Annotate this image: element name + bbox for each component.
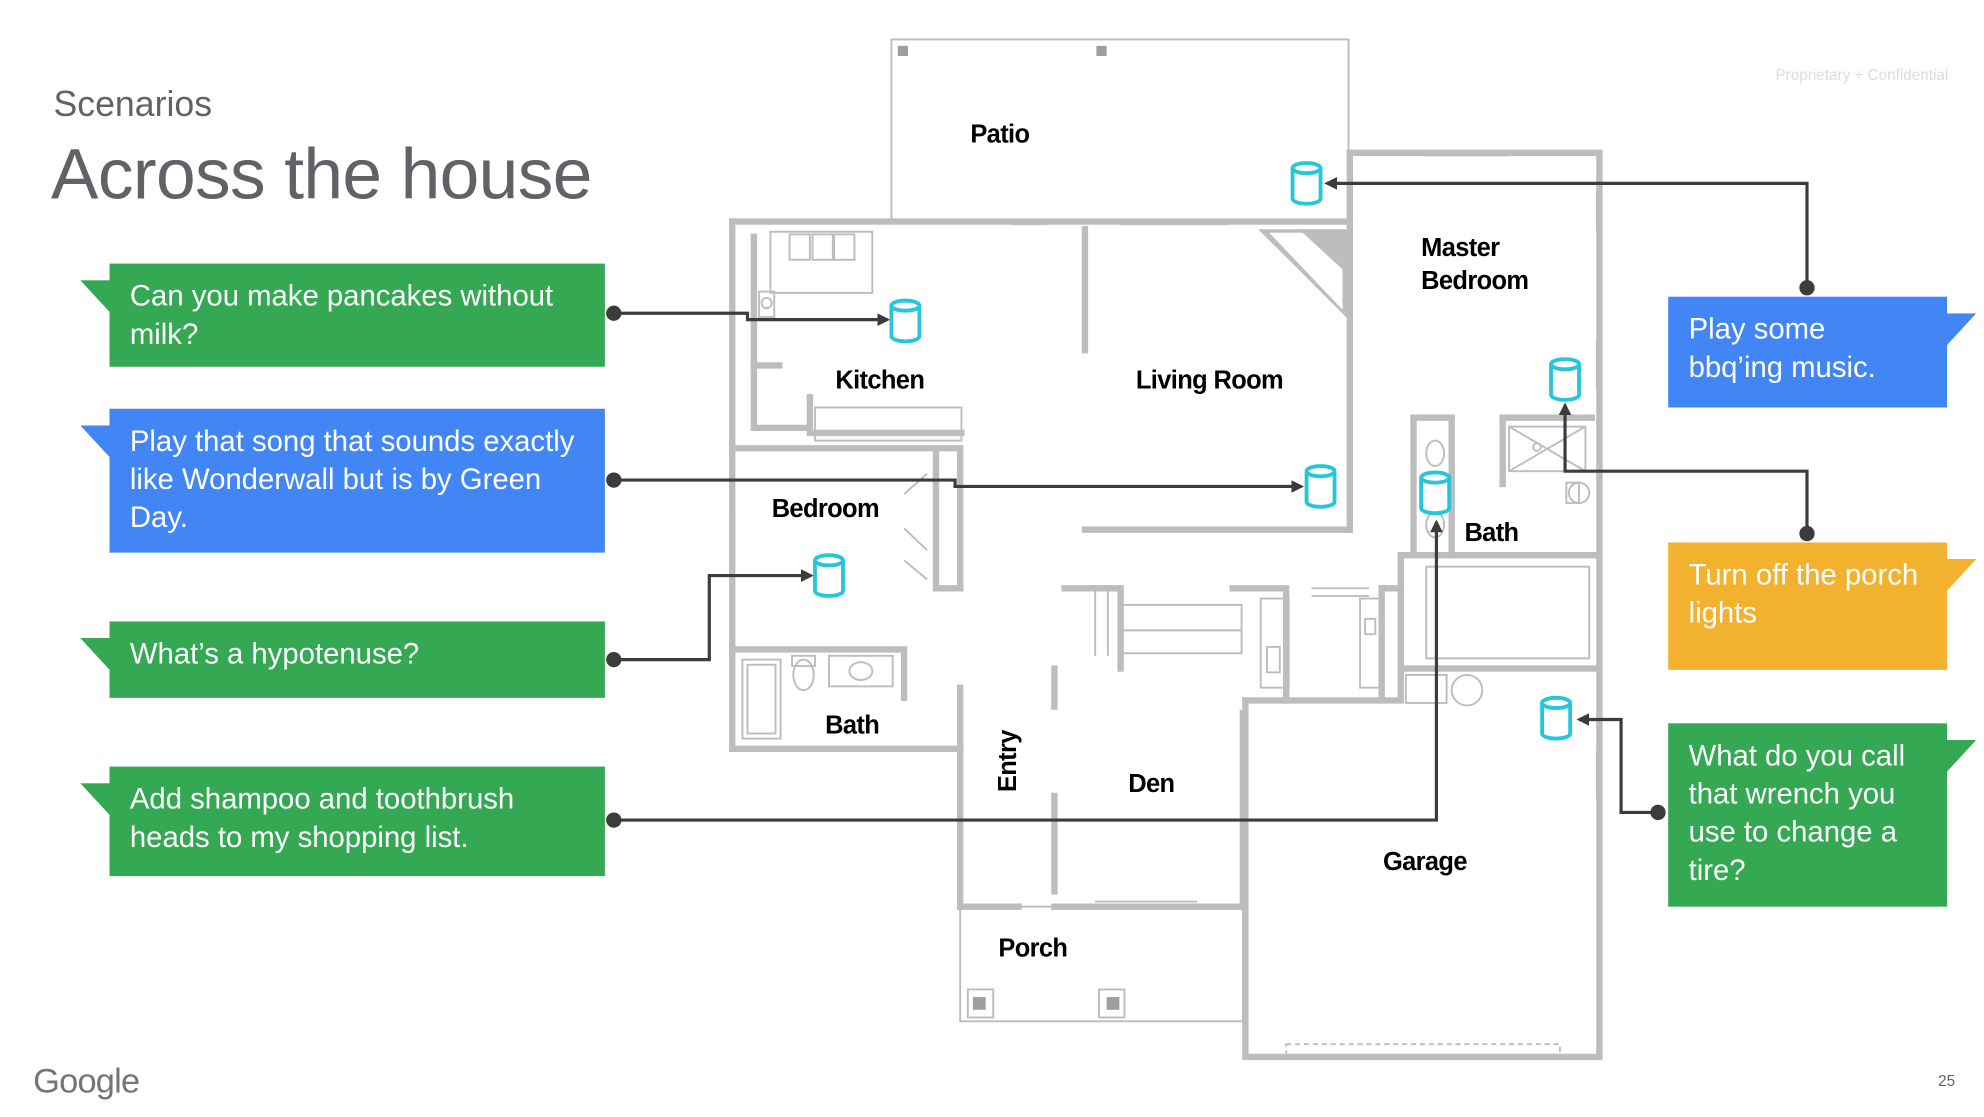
fixtures xyxy=(732,154,1598,1058)
speaker-icon xyxy=(1419,470,1452,516)
scenario-text: What’s a hypotenuse? xyxy=(129,636,420,670)
connector-pancakes xyxy=(613,311,891,326)
page-number: 25 xyxy=(1938,1072,1956,1091)
room-label-den: Den xyxy=(1128,770,1174,798)
connector-wrench xyxy=(1576,713,1659,815)
room-label-garage: Garage xyxy=(1383,848,1467,876)
room-label-master-1: Master xyxy=(1421,234,1500,262)
speaker-icon xyxy=(1540,695,1573,741)
scenario-text: Play that song that sounds exactly like … xyxy=(129,424,575,534)
scenario-bubble-porch-lights: Turn off the porch lights xyxy=(1668,542,1977,670)
scenario-text: Turn off the porch lights xyxy=(1688,557,1919,630)
scenario-bubble-hypotenuse: What’s a hypotenuse? xyxy=(80,621,605,698)
connector-dots xyxy=(606,280,1815,828)
room-label-porch: Porch xyxy=(998,934,1067,962)
section-label: Scenarios xyxy=(53,84,213,124)
connector-wonderwall xyxy=(613,478,1304,493)
google-logo: Google xyxy=(33,1062,140,1101)
room-label-master-bath: Bath xyxy=(1464,519,1518,547)
connector-porch xyxy=(1558,402,1809,534)
speaker-icon xyxy=(813,553,845,598)
scenario-text: What do you call that wrench you use to … xyxy=(1688,738,1906,887)
scenario-text: Play some bbq’ing music. xyxy=(1688,311,1876,384)
scenario-bubble-pancakes: Can you make pancakes without milk? xyxy=(80,263,605,367)
speaker-icon xyxy=(889,298,922,344)
scenario-text: Can you make pancakes without milk? xyxy=(129,278,554,351)
connector-shopping xyxy=(613,519,1443,822)
room-label-entry: Entry xyxy=(994,729,1022,792)
room-label-bedroom: Bedroom xyxy=(772,495,879,523)
scenario-bubble-bbq: Play some bbq’ing music. xyxy=(1668,296,1977,408)
exterior-outlines xyxy=(890,38,1350,1023)
scenario-bubble-wonderwall: Play that song that sounds exactly like … xyxy=(80,408,605,553)
room-label-kitchen: Kitchen xyxy=(835,366,924,394)
room-label-living-room: Living Room xyxy=(1136,366,1283,394)
scenario-text: Add shampoo and toothbrush heads to my s… xyxy=(129,781,515,854)
confidential-label: Proprietary + Confidential xyxy=(1775,66,1949,85)
speaker-icon xyxy=(1290,161,1323,206)
connector-hypotenuse xyxy=(613,569,814,662)
walls xyxy=(729,149,1603,1061)
room-label-patio: Patio xyxy=(970,121,1029,149)
connectors xyxy=(613,177,1809,822)
connector-bbq xyxy=(1324,177,1809,288)
scenario-bubble-shopping: Add shampoo and toothbrush heads to my s… xyxy=(80,766,605,877)
room-label-bath: Bath xyxy=(825,711,879,739)
room-label-master-2: Bedroom xyxy=(1421,267,1528,295)
speaker-icon xyxy=(1549,357,1581,402)
speaker-icon xyxy=(1304,464,1337,509)
page-title: Across the house xyxy=(50,133,592,214)
scenario-bubble-wrench: What do you call that wrench you use to … xyxy=(1668,723,1977,907)
